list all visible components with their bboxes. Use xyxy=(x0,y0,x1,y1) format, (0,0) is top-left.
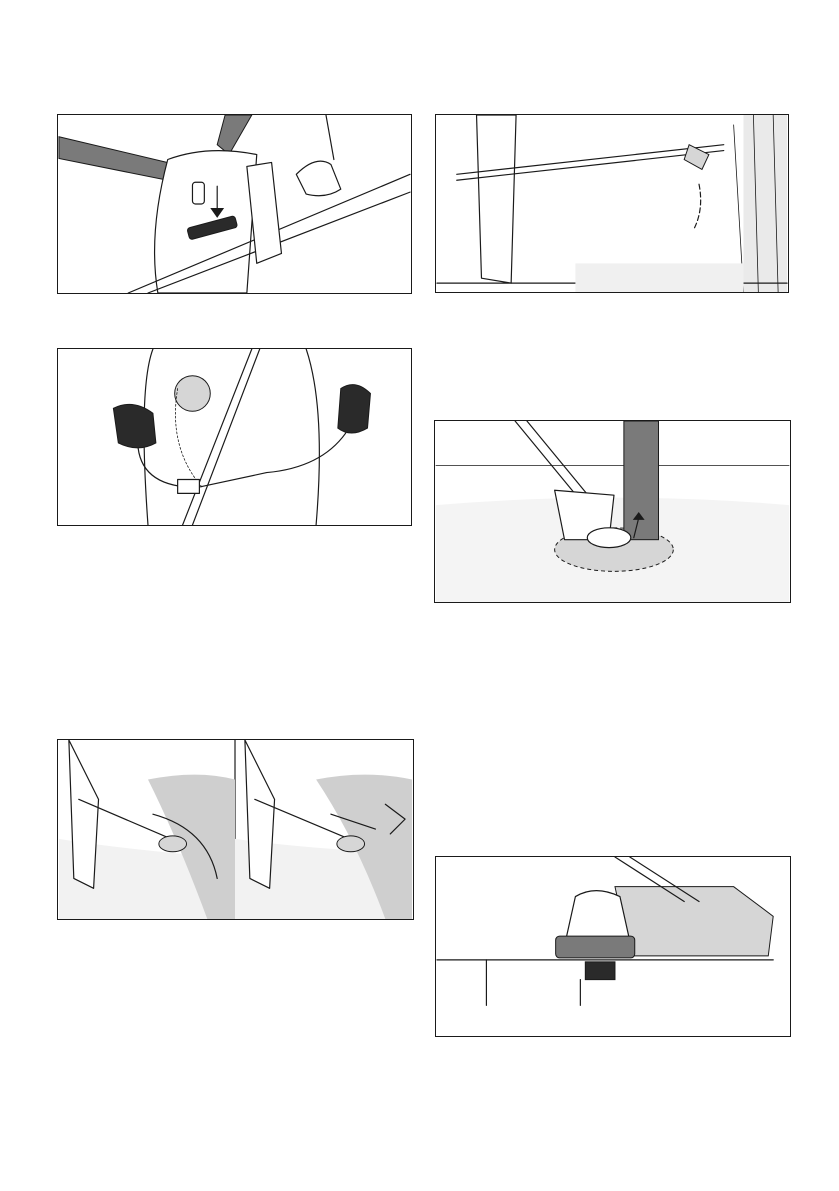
grass-cutting-head-right xyxy=(337,836,365,852)
handle-clamp xyxy=(178,480,200,494)
mowing-head-spool xyxy=(587,528,631,548)
hand xyxy=(296,161,341,196)
harness-illustration xyxy=(58,115,411,293)
gearbox-head xyxy=(566,891,630,941)
figure-tree-cutting xyxy=(435,114,789,293)
tree-illustration xyxy=(436,115,788,292)
gloved-hand-right xyxy=(338,385,371,433)
mounting-nut xyxy=(585,962,615,980)
mowing-illustration xyxy=(58,740,413,919)
blade-illustration xyxy=(436,857,790,1036)
shaft-edge xyxy=(192,349,259,525)
tree-trunk xyxy=(624,421,659,540)
grass-strip xyxy=(575,263,743,292)
operator xyxy=(69,740,99,888)
mowing-panel-left xyxy=(59,740,235,919)
gloved-hand-left xyxy=(113,404,156,448)
harness-strap-shoulder xyxy=(217,115,252,155)
figure-blade-mounting xyxy=(435,856,791,1037)
shaft-housing xyxy=(247,162,282,263)
operator-right xyxy=(245,740,275,888)
grass-cutting-head xyxy=(159,836,187,852)
carabiner-hook xyxy=(192,182,204,204)
dashed-arrow-icon xyxy=(694,184,701,228)
hip-pad xyxy=(155,151,257,293)
torso-outline-right xyxy=(306,349,319,525)
figure-handles xyxy=(57,348,412,526)
arm xyxy=(326,115,334,160)
operator xyxy=(477,115,517,283)
thrust-collar xyxy=(556,936,635,958)
mowing-panel-right xyxy=(235,740,412,919)
handles-illustration xyxy=(58,349,411,525)
figure-harness-attachment xyxy=(57,114,412,294)
engine-housing xyxy=(175,376,211,412)
figure-tree-trunk xyxy=(434,420,791,603)
cutting-head xyxy=(684,145,709,170)
deflector-guard xyxy=(615,887,773,956)
trunk-illustration xyxy=(435,421,790,602)
figure-mowing-technique xyxy=(57,739,414,920)
bike-handle xyxy=(138,433,346,487)
vegetation xyxy=(744,115,788,292)
